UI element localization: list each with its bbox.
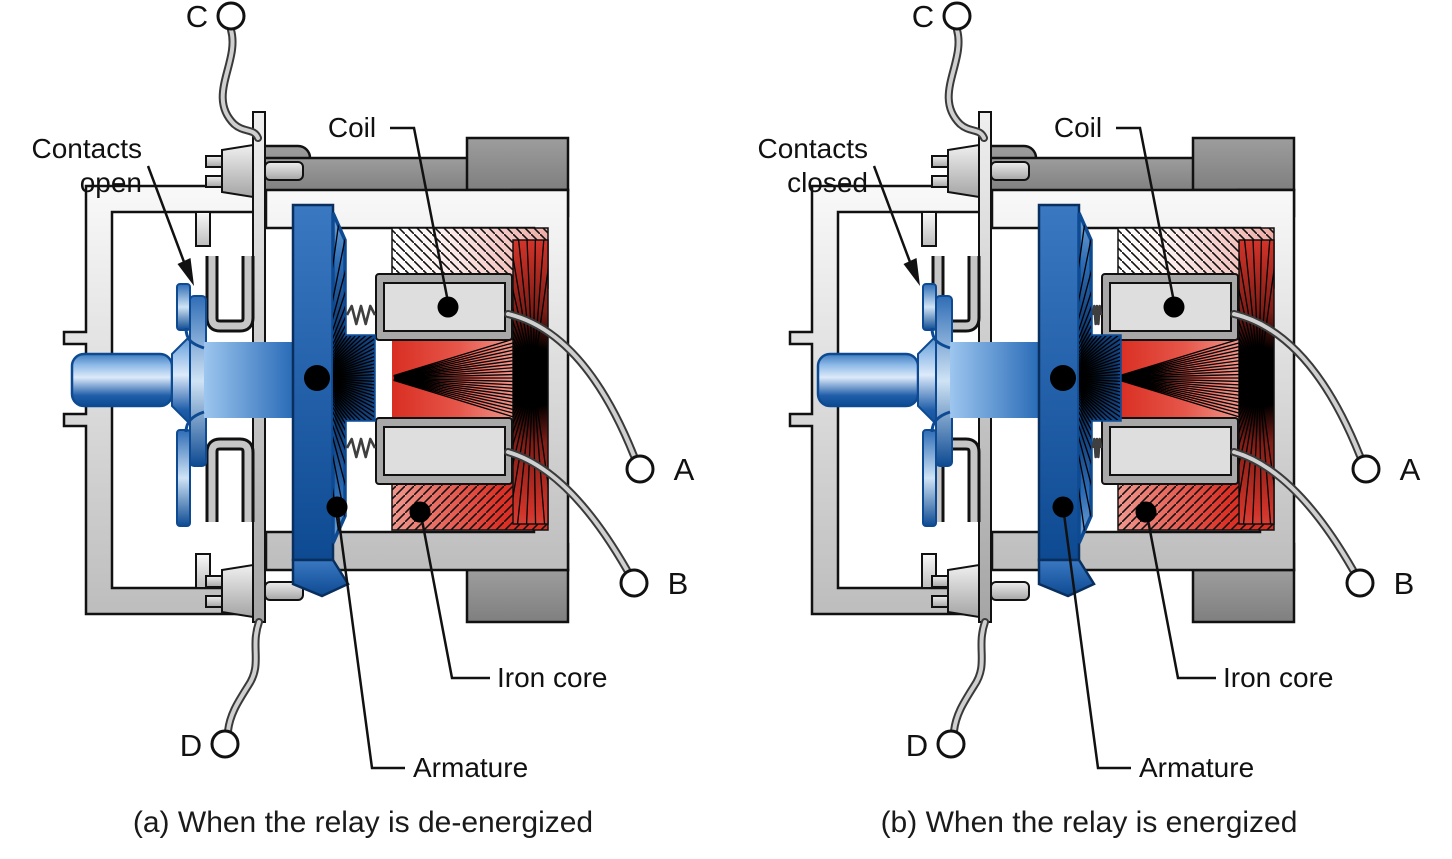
return-springs: [1091, 304, 1103, 459]
wire-terminal-a: [504, 310, 638, 460]
coil-anchor-dot: [1163, 296, 1185, 318]
terminal-a-circle: [1351, 454, 1381, 484]
fan-shading: [1119, 336, 1239, 420]
wire-terminal-b: [1230, 448, 1357, 574]
annotation-coil: Coil: [1054, 112, 1185, 318]
contacts-label-line1: Contacts: [758, 133, 869, 164]
spring: [1091, 437, 1103, 459]
contacts-label-line1: Contacts: [32, 133, 143, 164]
contacts-arrowhead: [903, 258, 920, 286]
relay-figure-a: C D A B Contacts open Coil Iron core: [32, 0, 695, 783]
wire-terminal-d: [950, 618, 989, 735]
wire-terminal-c: [944, 26, 988, 142]
terminal-c-label: C: [186, 0, 208, 34]
annotation-iron-core: Iron core: [409, 501, 608, 693]
iron-core-anchor-dot: [409, 501, 431, 523]
contacts-label-line2: open: [80, 167, 142, 198]
terminal-a-label: A: [1400, 452, 1421, 487]
terminal-c-circle: [216, 1, 246, 31]
armature-label: Armature: [413, 752, 528, 783]
terminal-b-label: B: [668, 566, 689, 601]
terminal-b-circle: [1345, 568, 1375, 598]
annotation-armature: Armature: [1052, 496, 1254, 783]
terminal-d-circle: [936, 729, 966, 759]
terminal-d-circle: [210, 729, 240, 759]
contacts-arrowhead: [177, 258, 194, 286]
relay-cross-section-b: [788, 111, 1296, 624]
relay-figure-b: C D A B Contacts closed Coil Iron core: [758, 0, 1421, 783]
terminal-b-circle: [619, 568, 649, 598]
annotation-contacts: Contacts open: [32, 133, 194, 286]
relay-panel-b: C D A B Contacts closed Coil Iron core: [726, 0, 1452, 859]
spring: [1091, 304, 1103, 326]
wire-terminal-b: [504, 448, 631, 574]
spring: [345, 304, 377, 326]
wire-terminal-a: [1230, 310, 1364, 460]
caption-panel-b: (b) When the relay is energized: [880, 806, 1298, 839]
relay-panel-a: C D A B Contacts open Coil Iron core: [32, 0, 695, 839]
annotation-coil: Coil: [328, 112, 459, 318]
relay-cross-section-a: [62, 111, 570, 624]
fan-shading: [393, 336, 513, 420]
coil-label: Coil: [328, 112, 376, 143]
coil-label: Coil: [1054, 112, 1102, 143]
iron-core-anchor-dot: [1135, 501, 1157, 523]
wire-terminal-c: [218, 26, 262, 142]
armature-anchor-dot: [326, 496, 348, 518]
terminal-c-circle: [942, 1, 972, 31]
terminal-c-label: C: [912, 0, 934, 34]
terminal-a-circle: [625, 454, 655, 484]
caption-panel-a: (a) When the relay is de-energized: [132, 806, 594, 839]
coil-lower: [1101, 417, 1239, 485]
contacts-label-line2: closed: [787, 167, 868, 198]
annotation-iron-core: Iron core: [1135, 501, 1334, 693]
iron-core-label: Iron core: [497, 662, 608, 693]
annotation-armature: Armature: [326, 496, 528, 783]
coil-anchor-dot: [437, 296, 459, 318]
iron-core-label: Iron core: [1223, 662, 1334, 693]
fixed-contacts: [205, 256, 255, 522]
armature-anchor-dot: [1052, 496, 1074, 518]
annotation-contacts: Contacts closed: [758, 133, 920, 286]
terminal-d-label: D: [180, 728, 202, 763]
terminal-b-label: B: [1394, 566, 1415, 601]
coil-lower: [375, 417, 513, 485]
return-springs: [345, 304, 377, 459]
terminal-a-label: A: [674, 452, 695, 487]
armature-assembly: [70, 203, 376, 598]
spring: [345, 437, 377, 459]
wire-terminal-d: [224, 618, 263, 735]
armature-label: Armature: [1139, 752, 1254, 783]
terminal-d-label: D: [906, 728, 928, 763]
